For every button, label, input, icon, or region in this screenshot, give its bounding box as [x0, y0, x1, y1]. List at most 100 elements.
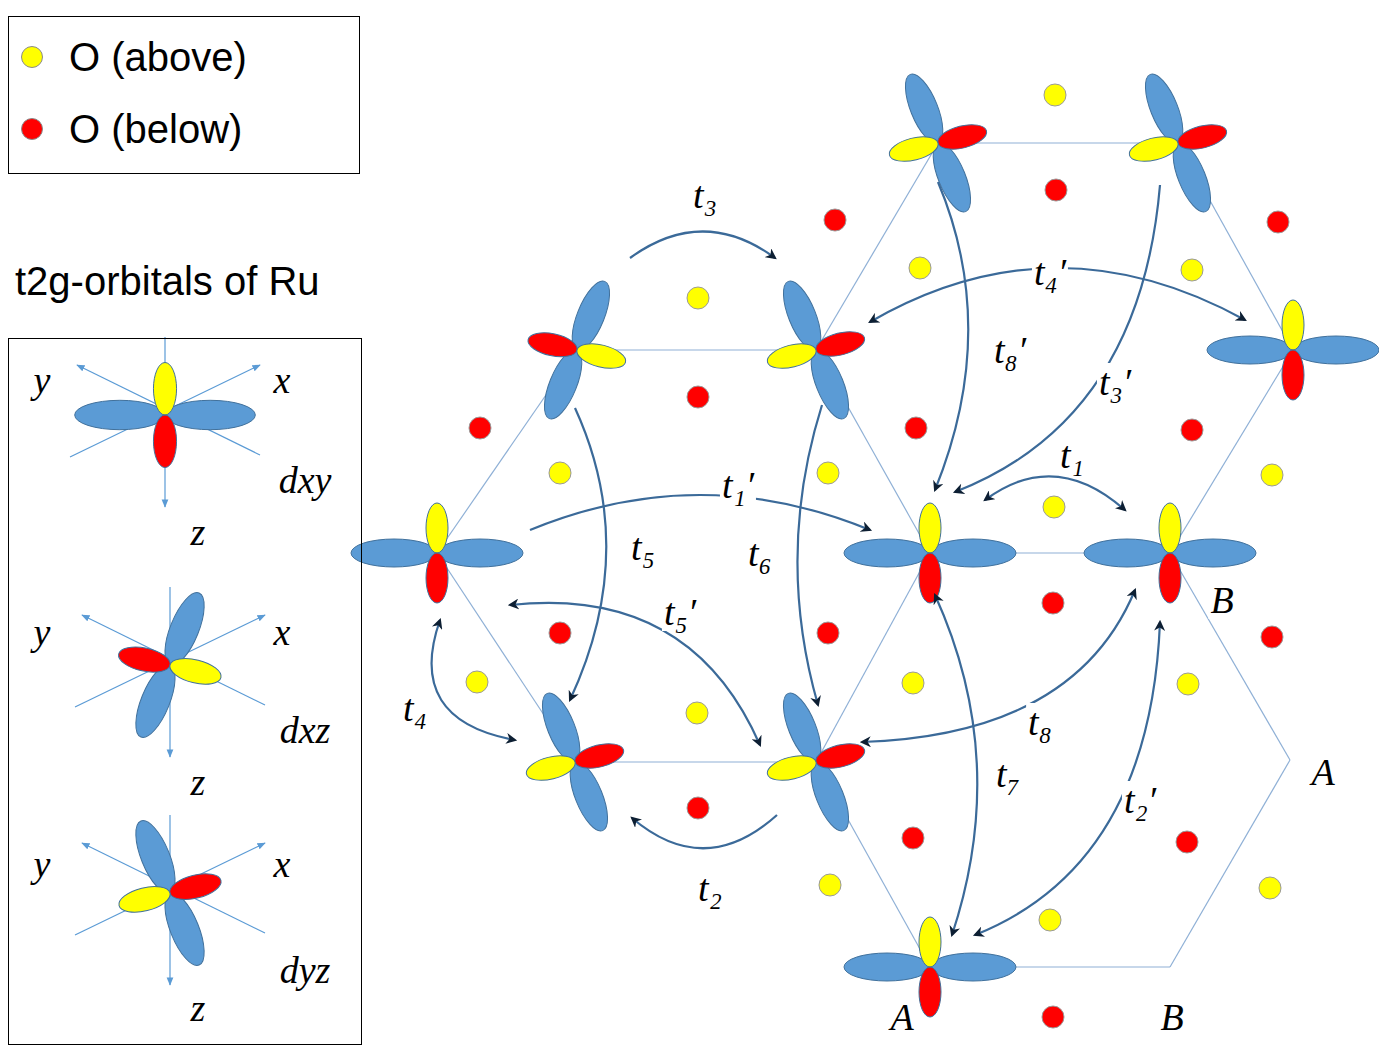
hopping-arrow: [797, 405, 822, 705]
orbital-lobe: [1159, 553, 1181, 603]
oxygen-above: [1044, 84, 1066, 106]
hopping-label: t₈′: [992, 331, 1028, 369]
orbital-lobe: [813, 739, 867, 772]
legend-text: O (below): [69, 107, 242, 152]
sublattice-label: A: [1309, 753, 1336, 791]
oxygen-below: [1045, 179, 1067, 201]
oxygen-below: [1267, 211, 1289, 233]
oxygen-above: [819, 874, 841, 896]
oxygen-above: [902, 672, 924, 694]
axis-label: y: [32, 845, 53, 883]
oxygen-below: [905, 417, 927, 439]
legend-row: O (below): [21, 105, 242, 153]
oxygen-below: [1042, 1006, 1064, 1028]
orbital-lobe: [765, 339, 819, 372]
oxygen-below: [1042, 592, 1064, 614]
oxygen-above: [1261, 464, 1283, 486]
axis-label: z: [189, 763, 208, 801]
orbital-lobe: [426, 503, 448, 553]
oxygen-above: [1181, 259, 1203, 281]
hopping-label: t₃′: [1097, 363, 1133, 401]
legend-swatch: [21, 118, 43, 140]
orbital-lobe: [426, 553, 448, 603]
axis-label: y: [32, 361, 53, 399]
oxygen-below: [902, 827, 924, 849]
orbital-lobe: [1282, 350, 1304, 400]
hopping-label: t₁: [1058, 436, 1086, 474]
axis-label: x: [272, 613, 293, 651]
orbital-lobe: [1127, 132, 1181, 165]
oxygen-above: [909, 257, 931, 279]
orbital-box: t2g-orbitals of Ru: [8, 338, 362, 1045]
orbital-lobe: [1170, 539, 1256, 567]
hopping-label: t₁′: [720, 466, 756, 504]
hopping-arrow: [630, 232, 775, 259]
axis-label: y: [32, 613, 53, 651]
orbital-lobe: [919, 917, 941, 967]
legend-row: O (above): [21, 33, 247, 81]
hopping-arrow: [985, 476, 1125, 510]
orbital-lobe: [1207, 336, 1293, 364]
oxygen-above: [1043, 496, 1065, 518]
hopping-arrow: [570, 408, 606, 700]
hopping-arrow: [432, 620, 515, 740]
orbital-lobe: [935, 120, 989, 153]
oxygen-above: [686, 702, 708, 724]
legend-box: O (above) O (below): [8, 16, 360, 174]
orbital-lobe: [167, 869, 224, 904]
orbital-lobe: [844, 539, 930, 567]
hopping-label: t₅: [629, 528, 657, 566]
oxygen-above: [817, 462, 839, 484]
orbital-lobe: [930, 539, 1016, 567]
orbital-lobe: [1084, 539, 1170, 567]
hopping-label: t₅′: [662, 593, 698, 631]
oxygen-below: [824, 209, 846, 231]
orbital-lobe: [574, 339, 628, 372]
hopping-label: t₃: [691, 176, 719, 214]
orbital-lobe: [572, 739, 626, 772]
hopping-arrow: [510, 603, 760, 745]
oxygen-above: [687, 287, 709, 309]
lattice-bond: [816, 553, 930, 762]
hopping-label: t₂: [696, 869, 724, 907]
orbital-label: dxz: [278, 711, 333, 749]
hopping-arrow: [862, 590, 1135, 742]
oxygen-below: [687, 386, 709, 408]
hopping-arrow: [935, 182, 968, 490]
oxygen-below: [1181, 419, 1203, 441]
orbital-lobe: [919, 967, 941, 1017]
axis-label: z: [189, 513, 208, 551]
orbital-lobe: [351, 539, 437, 567]
box-heading: t2g-orbitals of Ru: [15, 259, 320, 304]
oxygen-above: [1259, 877, 1281, 899]
orbital-lobe: [887, 132, 941, 165]
oxygen-below: [687, 797, 709, 819]
axis-label: x: [272, 361, 293, 399]
axis-label: x: [272, 845, 293, 883]
orbital-lobe: [813, 327, 867, 360]
orbital-lobe: [167, 654, 224, 689]
lattice-bond: [1170, 760, 1290, 967]
oxygen-above: [1039, 909, 1061, 931]
lattice-bond: [1170, 553, 1290, 760]
orbital-lobe: [153, 415, 176, 468]
oxygen-above: [549, 462, 571, 484]
sublattice-label: B: [1158, 998, 1185, 1036]
oxygen-below: [817, 622, 839, 644]
legend-text: O (above): [69, 35, 247, 80]
orbital-lobe: [437, 539, 523, 567]
orbital-lobe: [919, 553, 941, 603]
orbital-lobe: [116, 882, 173, 917]
orbital-lobe: [1175, 120, 1229, 153]
orbital-lobe: [75, 400, 165, 429]
hopping-arrow: [955, 185, 1160, 492]
hopping-label: t₇: [994, 755, 1022, 793]
hopping-label: t₂′: [1122, 781, 1158, 819]
hopping-arrow: [975, 622, 1160, 935]
orbital-lobe: [153, 363, 176, 416]
orbital-lobe: [844, 953, 930, 981]
hopping-arrow: [632, 815, 777, 848]
sublattice-label: B: [1208, 581, 1235, 619]
oxygen-above: [1177, 673, 1199, 695]
